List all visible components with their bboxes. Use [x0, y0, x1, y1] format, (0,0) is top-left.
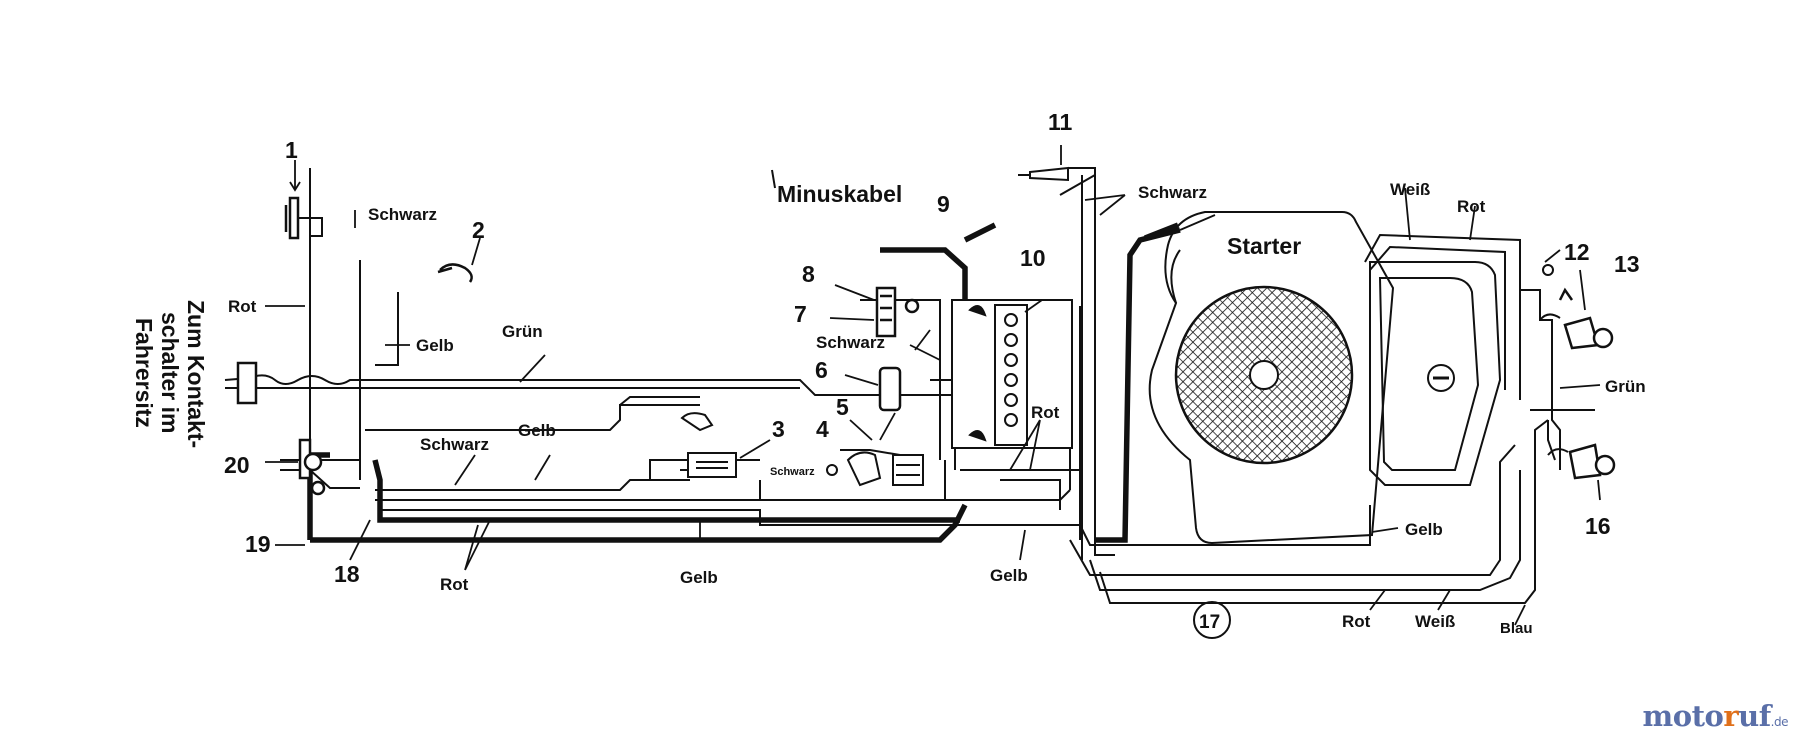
- battery-side-connector: [236, 361, 258, 405]
- label-blau: Blau: [1500, 620, 1533, 637]
- part-number-1: 1: [285, 137, 298, 163]
- wires-thick: [307, 222, 1181, 543]
- label-gelb-left: Gelb: [416, 336, 454, 355]
- logo-part-2: r: [1723, 699, 1739, 733]
- label-schwarz-left: Schwarz: [420, 435, 489, 454]
- part-number-2: 2: [472, 217, 485, 243]
- component-7-8: [875, 286, 920, 338]
- component-1: [284, 196, 300, 240]
- part-number-17: 17: [1199, 612, 1220, 633]
- part-number-6: 6: [815, 357, 828, 383]
- part-number-17-circle: [1193, 601, 1231, 639]
- component-4: [826, 451, 924, 487]
- component-2: [437, 263, 473, 283]
- label-weiss-top: Weiß: [1390, 180, 1430, 199]
- part-number-10: 10: [1020, 245, 1046, 271]
- label-weiss-bottom: Weiß: [1415, 612, 1455, 631]
- part-number-5: 5: [836, 394, 849, 420]
- component-13-lamp: [1558, 287, 1614, 350]
- label-schwarz-top: Schwarz: [368, 205, 437, 224]
- label-gelb-right: Gelb: [1405, 520, 1443, 539]
- flywheel-hub: [1249, 360, 1279, 390]
- label-schwarz-bottom: Schwarz: [1138, 183, 1207, 202]
- label-starter: Starter: [1227, 233, 1301, 259]
- label-rot-mid: Rot: [1031, 403, 1060, 422]
- part-number-18: 18: [334, 561, 360, 587]
- part-number-3: 3: [772, 416, 785, 442]
- component-12: [1542, 264, 1554, 276]
- part-numbers: 1 2 3 4 5 6 7 8 9 10 11 12 13 16 17 18 1…: [224, 109, 1640, 639]
- label-gelb-mid: Gelb: [518, 421, 556, 440]
- logo-tld: .de: [1770, 715, 1789, 729]
- label-rot-top-right: Rot: [1457, 197, 1486, 216]
- component-6: [878, 366, 902, 412]
- motoruf-logo: motoruf.de: [1642, 699, 1789, 733]
- component-3: [680, 412, 737, 478]
- part-number-11: 11: [1048, 109, 1073, 135]
- vertical-note-line-3: Fahrersitz: [131, 318, 157, 428]
- component-11-plug: [1018, 166, 1069, 182]
- part-number-20: 20: [224, 452, 250, 478]
- part-number-12: 12: [1564, 239, 1590, 265]
- component-10-relay-box: [951, 299, 1073, 449]
- label-rot-bottom: Rot: [440, 575, 469, 594]
- part-number-13: 13: [1614, 251, 1640, 277]
- vertical-note: Zum Kontakt- schalter im Fahrersitz: [131, 300, 209, 448]
- vertical-note-line-2: schalter im: [157, 312, 183, 433]
- part-number-19: 19: [245, 531, 271, 557]
- logo-part-3: uf: [1738, 699, 1771, 733]
- component-20: [298, 438, 326, 496]
- air-cleaner-mark: [1427, 364, 1455, 392]
- part-number-4: 4: [816, 416, 829, 442]
- part-number-16: 16: [1585, 513, 1611, 539]
- engine: [1148, 211, 1502, 545]
- part-number-8: 8: [802, 261, 815, 287]
- label-schwarz-small: Schwarz: [770, 466, 815, 478]
- label-gelb-center: Gelb: [990, 566, 1028, 585]
- label-minuskabel: Minuskabel: [777, 181, 902, 207]
- wire-color-labels: Schwarz Rot Gelb Grün Schwarz Gelb Rot G…: [228, 180, 1646, 637]
- big-labels: Minuskabel Starter: [771, 169, 1301, 259]
- part-number-7: 7: [794, 301, 807, 327]
- leader-lines: [265, 145, 1601, 626]
- part-number-9: 9: [937, 191, 950, 217]
- label-gruen-left: Grün: [502, 322, 543, 341]
- component-16-lamp: [1568, 443, 1616, 480]
- logo-part-1: moto: [1642, 699, 1724, 733]
- label-rot-right-bottom: Rot: [1342, 612, 1371, 631]
- label-gruen-right: Grün: [1605, 377, 1646, 396]
- vertical-note-line-1: Zum Kontakt-: [183, 300, 209, 448]
- label-schwarz-mid: Schwarz: [816, 333, 885, 352]
- label-rot-left: Rot: [228, 297, 257, 316]
- label-gelb-bottom: Gelb: [680, 568, 718, 587]
